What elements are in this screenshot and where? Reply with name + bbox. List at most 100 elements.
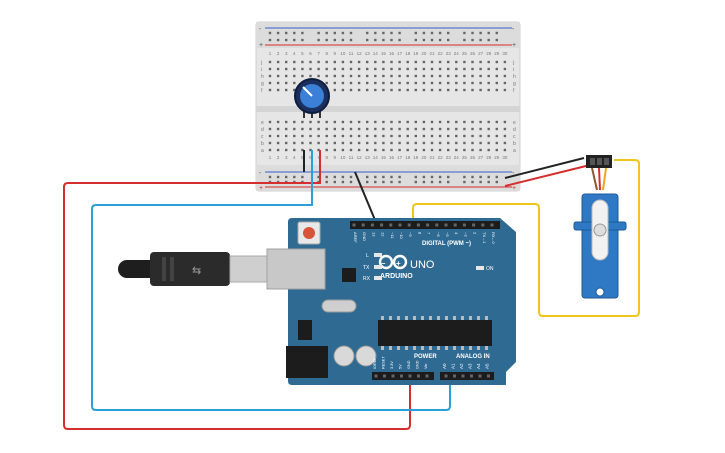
rail-hole[interactable] xyxy=(293,38,296,42)
terminal-hole[interactable] xyxy=(503,74,507,78)
terminal-hole[interactable] xyxy=(414,120,417,124)
rail-hole[interactable] xyxy=(390,38,393,42)
terminal-hole[interactable] xyxy=(382,88,385,92)
digital-pin-hole[interactable] xyxy=(472,223,476,227)
rail-hole[interactable] xyxy=(276,38,280,42)
terminal-hole[interactable] xyxy=(317,141,320,145)
terminal-hole[interactable] xyxy=(430,67,434,71)
rail-hole[interactable] xyxy=(366,38,369,42)
rail-hole[interactable] xyxy=(414,175,417,179)
rail-hole[interactable] xyxy=(422,180,426,184)
terminal-hole[interactable] xyxy=(479,134,482,138)
terminal-hole[interactable] xyxy=(276,120,280,124)
rail-hole[interactable] xyxy=(349,38,353,42)
terminal-hole[interactable] xyxy=(357,134,361,138)
terminal-hole[interactable] xyxy=(447,67,450,71)
terminal-hole[interactable] xyxy=(390,88,393,92)
terminal-hole[interactable] xyxy=(317,127,320,131)
terminal-hole[interactable] xyxy=(285,148,288,152)
terminal-hole[interactable] xyxy=(366,81,369,85)
rail-hole[interactable] xyxy=(422,38,426,42)
terminal-hole[interactable] xyxy=(463,88,466,92)
terminal-hole[interactable] xyxy=(333,148,336,152)
terminal-hole[interactable] xyxy=(349,148,353,152)
terminal-hole[interactable] xyxy=(301,134,304,138)
terminal-hole[interactable] xyxy=(430,81,434,85)
rail-hole[interactable] xyxy=(471,38,474,42)
digital-pin-hole[interactable] xyxy=(370,223,374,227)
terminal-hole[interactable] xyxy=(414,134,417,138)
terminal-hole[interactable] xyxy=(463,74,466,78)
terminal-hole[interactable] xyxy=(447,60,450,64)
terminal-hole[interactable] xyxy=(366,148,369,152)
power-pin-hole[interactable] xyxy=(417,374,420,378)
terminal-hole[interactable] xyxy=(366,60,369,64)
terminal-hole[interactable] xyxy=(390,74,393,78)
terminal-hole[interactable] xyxy=(455,141,458,145)
terminal-hole[interactable] xyxy=(366,134,369,138)
terminal-hole[interactable] xyxy=(382,81,385,85)
terminal-hole[interactable] xyxy=(438,60,442,64)
rail-hole[interactable] xyxy=(341,175,345,179)
rail-hole[interactable] xyxy=(463,175,466,179)
rail-hole[interactable] xyxy=(479,31,482,35)
terminal-hole[interactable] xyxy=(503,134,507,138)
terminal-hole[interactable] xyxy=(333,141,336,145)
terminal-hole[interactable] xyxy=(333,88,336,92)
terminal-hole[interactable] xyxy=(390,127,393,131)
terminal-hole[interactable] xyxy=(325,127,328,131)
digital-pin-hole[interactable] xyxy=(462,223,466,227)
terminal-hole[interactable] xyxy=(349,74,353,78)
rail-hole[interactable] xyxy=(463,31,466,35)
terminal-hole[interactable] xyxy=(366,88,369,92)
terminal-hole[interactable] xyxy=(495,67,498,71)
terminal-hole[interactable] xyxy=(276,134,280,138)
terminal-hole[interactable] xyxy=(374,127,377,131)
terminal-hole[interactable] xyxy=(374,67,377,71)
rail-hole[interactable] xyxy=(430,31,434,35)
rail-hole[interactable] xyxy=(463,38,466,42)
terminal-hole[interactable] xyxy=(422,134,426,138)
terminal-hole[interactable] xyxy=(406,127,409,131)
terminal-hole[interactable] xyxy=(333,127,336,131)
terminal-hole[interactable] xyxy=(285,60,288,64)
terminal-hole[interactable] xyxy=(414,74,417,78)
rail-hole[interactable] xyxy=(325,175,328,179)
rail-hole[interactable] xyxy=(471,175,474,179)
terminal-hole[interactable] xyxy=(293,134,296,138)
terminal-hole[interactable] xyxy=(268,141,272,145)
terminal-hole[interactable] xyxy=(293,81,296,85)
rail-hole[interactable] xyxy=(349,31,353,35)
terminal-hole[interactable] xyxy=(301,60,304,64)
terminal-hole[interactable] xyxy=(268,74,272,78)
terminal-hole[interactable] xyxy=(357,127,361,131)
digital-pin-hole[interactable] xyxy=(435,223,439,227)
terminal-hole[interactable] xyxy=(325,134,328,138)
rail-hole[interactable] xyxy=(438,38,442,42)
wire-red-servo[interactable] xyxy=(504,164,591,187)
terminal-hole[interactable] xyxy=(276,127,280,131)
terminal-hole[interactable] xyxy=(341,81,345,85)
rail-hole[interactable] xyxy=(317,175,320,179)
terminal-hole[interactable] xyxy=(479,127,482,131)
terminal-hole[interactable] xyxy=(341,127,345,131)
terminal-hole[interactable] xyxy=(382,120,385,124)
terminal-hole[interactable] xyxy=(471,60,474,64)
terminal-hole[interactable] xyxy=(390,141,393,145)
reset-button[interactable] xyxy=(303,227,315,239)
rail-hole[interactable] xyxy=(276,31,280,35)
terminal-hole[interactable] xyxy=(366,127,369,131)
terminal-hole[interactable] xyxy=(503,120,507,124)
terminal-hole[interactable] xyxy=(463,148,466,152)
terminal-hole[interactable] xyxy=(422,120,426,124)
digital-pin-hole[interactable] xyxy=(490,223,494,227)
terminal-hole[interactable] xyxy=(430,141,434,145)
terminal-hole[interactable] xyxy=(503,148,507,152)
terminal-hole[interactable] xyxy=(463,120,466,124)
terminal-hole[interactable] xyxy=(390,120,393,124)
terminal-hole[interactable] xyxy=(430,127,434,131)
terminal-hole[interactable] xyxy=(406,88,409,92)
